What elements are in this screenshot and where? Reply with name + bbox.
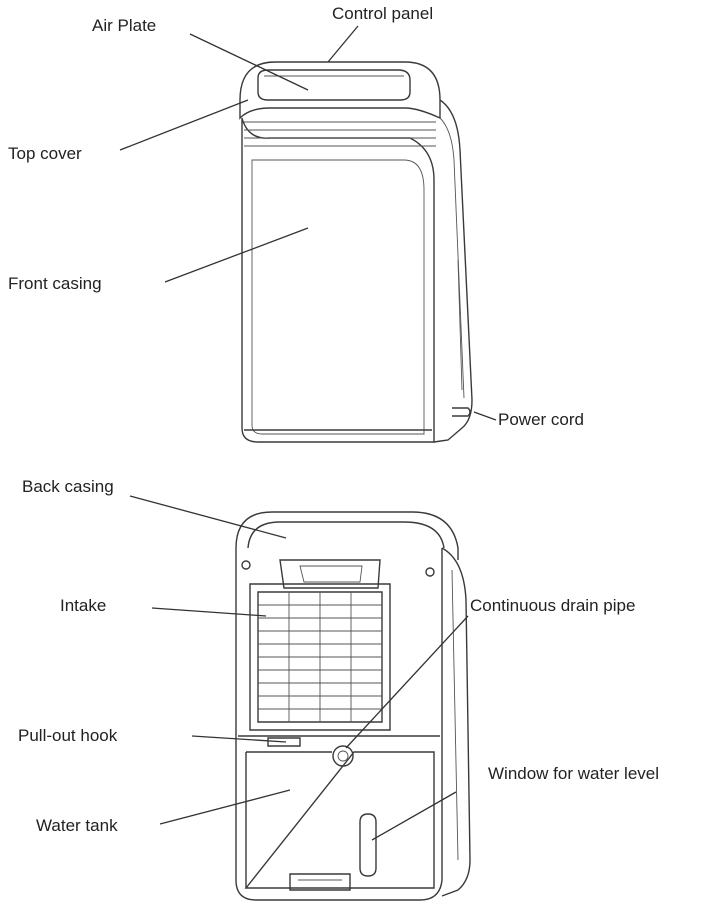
leader-pull-out-hook: [191, 735, 287, 743]
label-air-plate: Air Plate: [92, 16, 157, 35]
label-intake: Intake: [60, 596, 107, 615]
leader-top-cover: [119, 99, 249, 151]
label-top-cover: Top cover: [8, 144, 82, 163]
label-water-tank: Water tank: [36, 816, 118, 835]
label-window-for-water-level: Window for water level: [488, 764, 660, 783]
label-control-panel: Control panel: [332, 4, 434, 23]
leader-power-cord: [473, 411, 497, 421]
label-back-casing: Back casing: [22, 477, 114, 496]
leader-front-casing: [164, 227, 309, 283]
leader-control-panel: [327, 25, 359, 63]
front-unit-drawing: [239, 61, 473, 443]
leader-water-tank: [159, 789, 291, 825]
leader-lines: [119, 25, 497, 841]
leader-back-casing: [129, 495, 287, 539]
label-continuous-drain-pipe: Continuous drain pipe: [470, 596, 636, 615]
leader-window-water-level: [371, 791, 457, 841]
back-unit-drawing: [235, 511, 471, 901]
label-front-casing: Front casing: [8, 274, 102, 293]
label-power-cord: Power cord: [498, 410, 584, 429]
leader-continuous-drain-pipe: [345, 615, 469, 749]
label-pull-out-hook: Pull-out hook: [18, 726, 118, 745]
leader-intake: [151, 607, 267, 617]
leader-air-plate: [189, 33, 309, 91]
